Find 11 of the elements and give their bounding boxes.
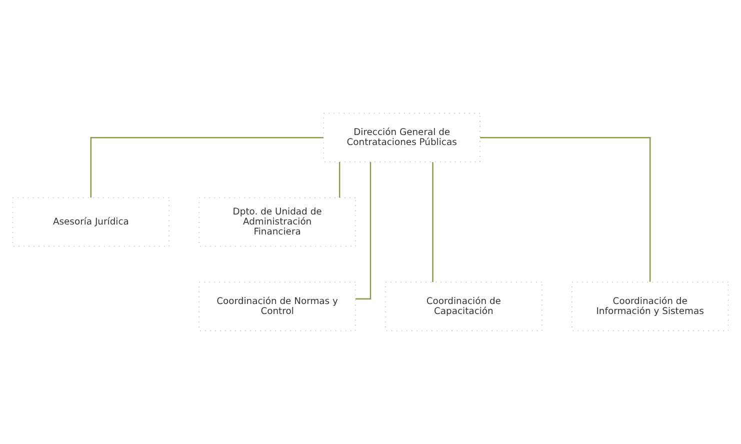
node-box: Coordinación de Capacitación <box>385 282 542 332</box>
node-box: Dirección General de Contrataciones Públicas <box>323 112 480 162</box>
connector <box>338 162 340 198</box>
node-box: Coordinación de Información y Sistemas <box>572 282 729 332</box>
connector <box>356 162 372 300</box>
node-box: Dpto. de Unidad de Administración Financiera <box>198 197 356 247</box>
node-box: Coordinación de Normas y Control <box>198 282 356 332</box>
connector <box>480 136 651 282</box>
node-box: Asesoría Jurídica <box>12 197 170 247</box>
connector <box>432 162 434 282</box>
connector <box>90 136 324 198</box>
